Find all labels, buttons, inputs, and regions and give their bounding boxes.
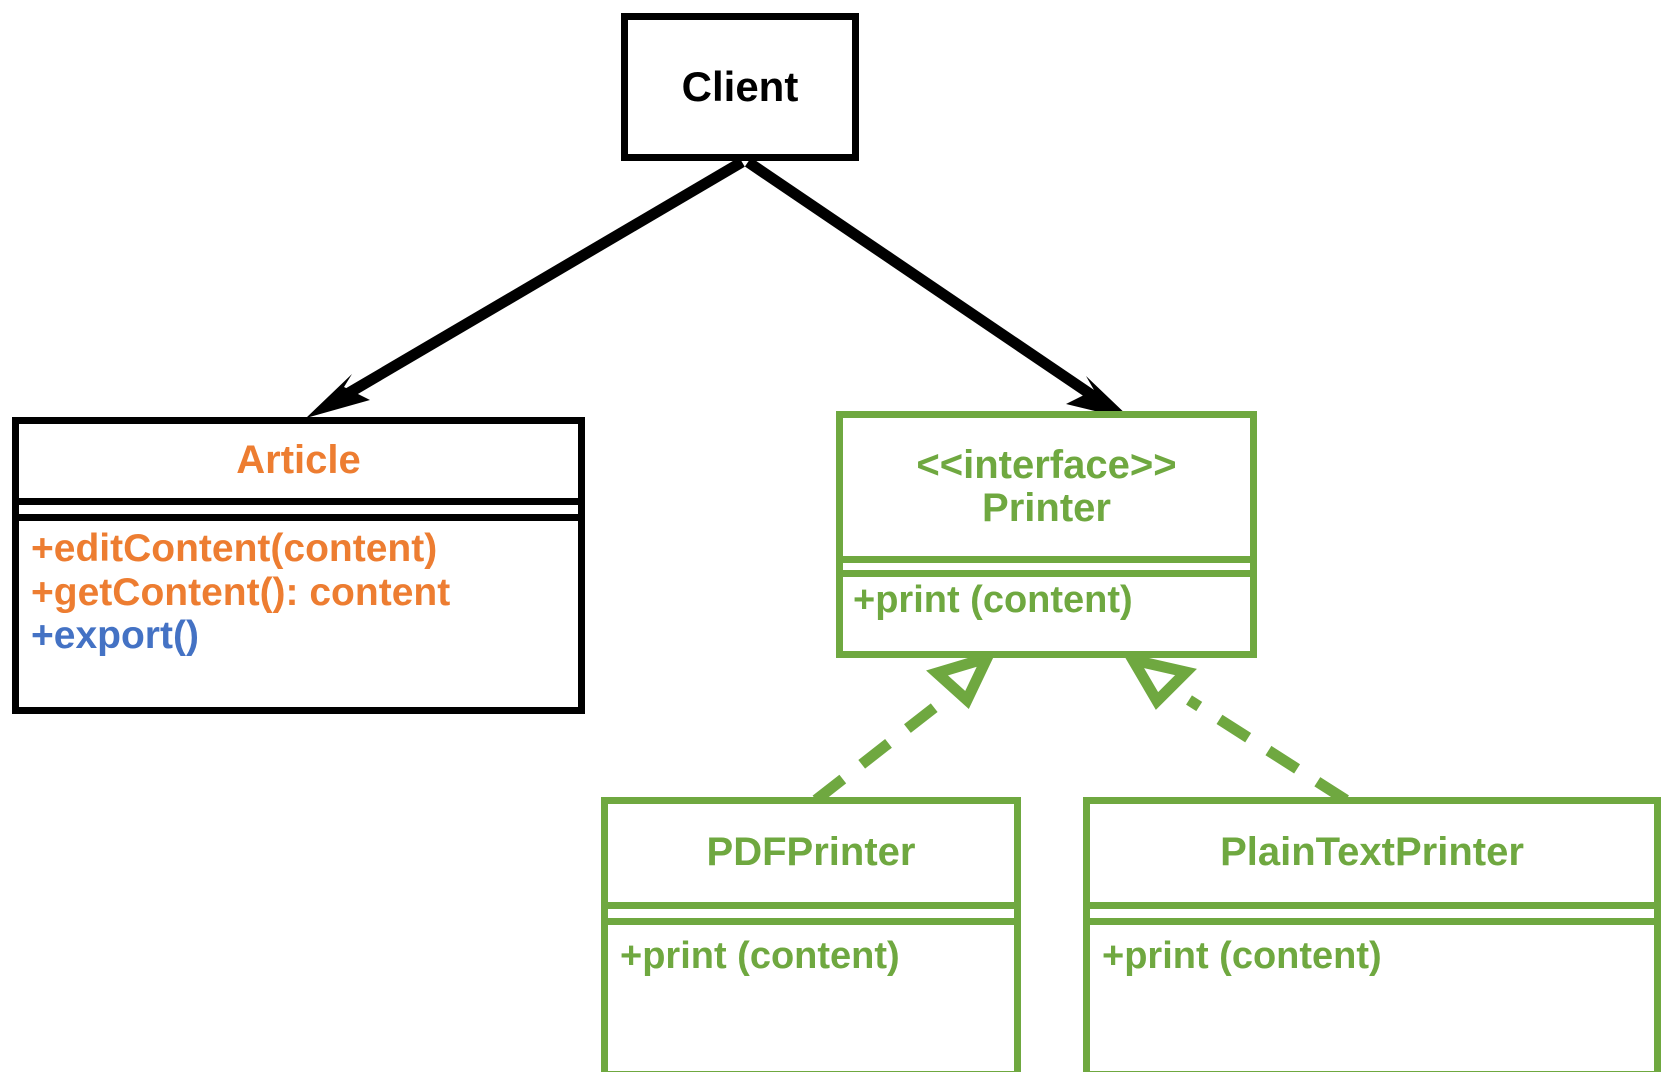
class-methods-compartment-article: +editContent(content) +getContent(): con… — [19, 521, 578, 707]
class-attributes-compartment-article — [19, 505, 578, 521]
class-title-compartment-plaintextprinter: PlainTextPrinter — [1090, 804, 1654, 909]
class-box-printer[interactable]: <<interface>> Printer +print (content) — [836, 411, 1257, 658]
class-box-plaintextprinter[interactable]: PlainTextPrinter +print (content) — [1083, 797, 1661, 1072]
class-methods-compartment-pdfprinter: +print (content) — [608, 925, 1014, 1071]
class-box-client[interactable]: Client — [621, 13, 859, 161]
class-name-pdfprinter: PDFPrinter — [706, 830, 916, 875]
class-box-article[interactable]: Article +editContent(content) +getConten… — [12, 417, 585, 714]
class-title-compartment-client: Client — [628, 20, 852, 154]
relationship-pdfprinter-realizes-printer — [812, 649, 998, 805]
class-name-plaintextprinter: PlainTextPrinter — [1220, 830, 1524, 875]
method-row: +editContent(content) — [31, 527, 438, 570]
relationship-plaintextprinter-realizes-printer — [1121, 651, 1349, 805]
method-row: +getContent(): content — [31, 570, 451, 614]
class-name-printer: Printer — [982, 486, 1111, 530]
method-row: +print (content) — [620, 935, 900, 977]
stereotype-label-printer: <<interface>> — [916, 442, 1177, 487]
method-row: +print (content) — [1102, 935, 1382, 977]
class-methods-compartment-plaintextprinter: +print (content) — [1090, 925, 1654, 1071]
class-box-pdfprinter[interactable]: PDFPrinter +print (content) — [601, 797, 1021, 1072]
relationship-client-to-printer — [744, 157, 1132, 420]
relationship-client-to-article — [306, 157, 745, 418]
class-title-compartment-article: Article — [19, 424, 578, 505]
class-name-article: Article — [236, 438, 361, 483]
class-attributes-compartment-printer — [843, 563, 1250, 577]
class-methods-compartment-printer: +print (content) — [843, 577, 1250, 651]
class-title-compartment-pdfprinter: PDFPrinter — [608, 804, 1014, 909]
class-title-compartment-printer: <<interface>> Printer — [843, 418, 1250, 563]
class-name-client: Client — [681, 63, 799, 111]
method-row: +export() — [31, 614, 199, 658]
class-attributes-compartment-pdfprinter — [608, 909, 1014, 925]
class-attributes-compartment-plaintextprinter — [1090, 909, 1654, 925]
method-row: +print (content) — [853, 579, 1133, 621]
